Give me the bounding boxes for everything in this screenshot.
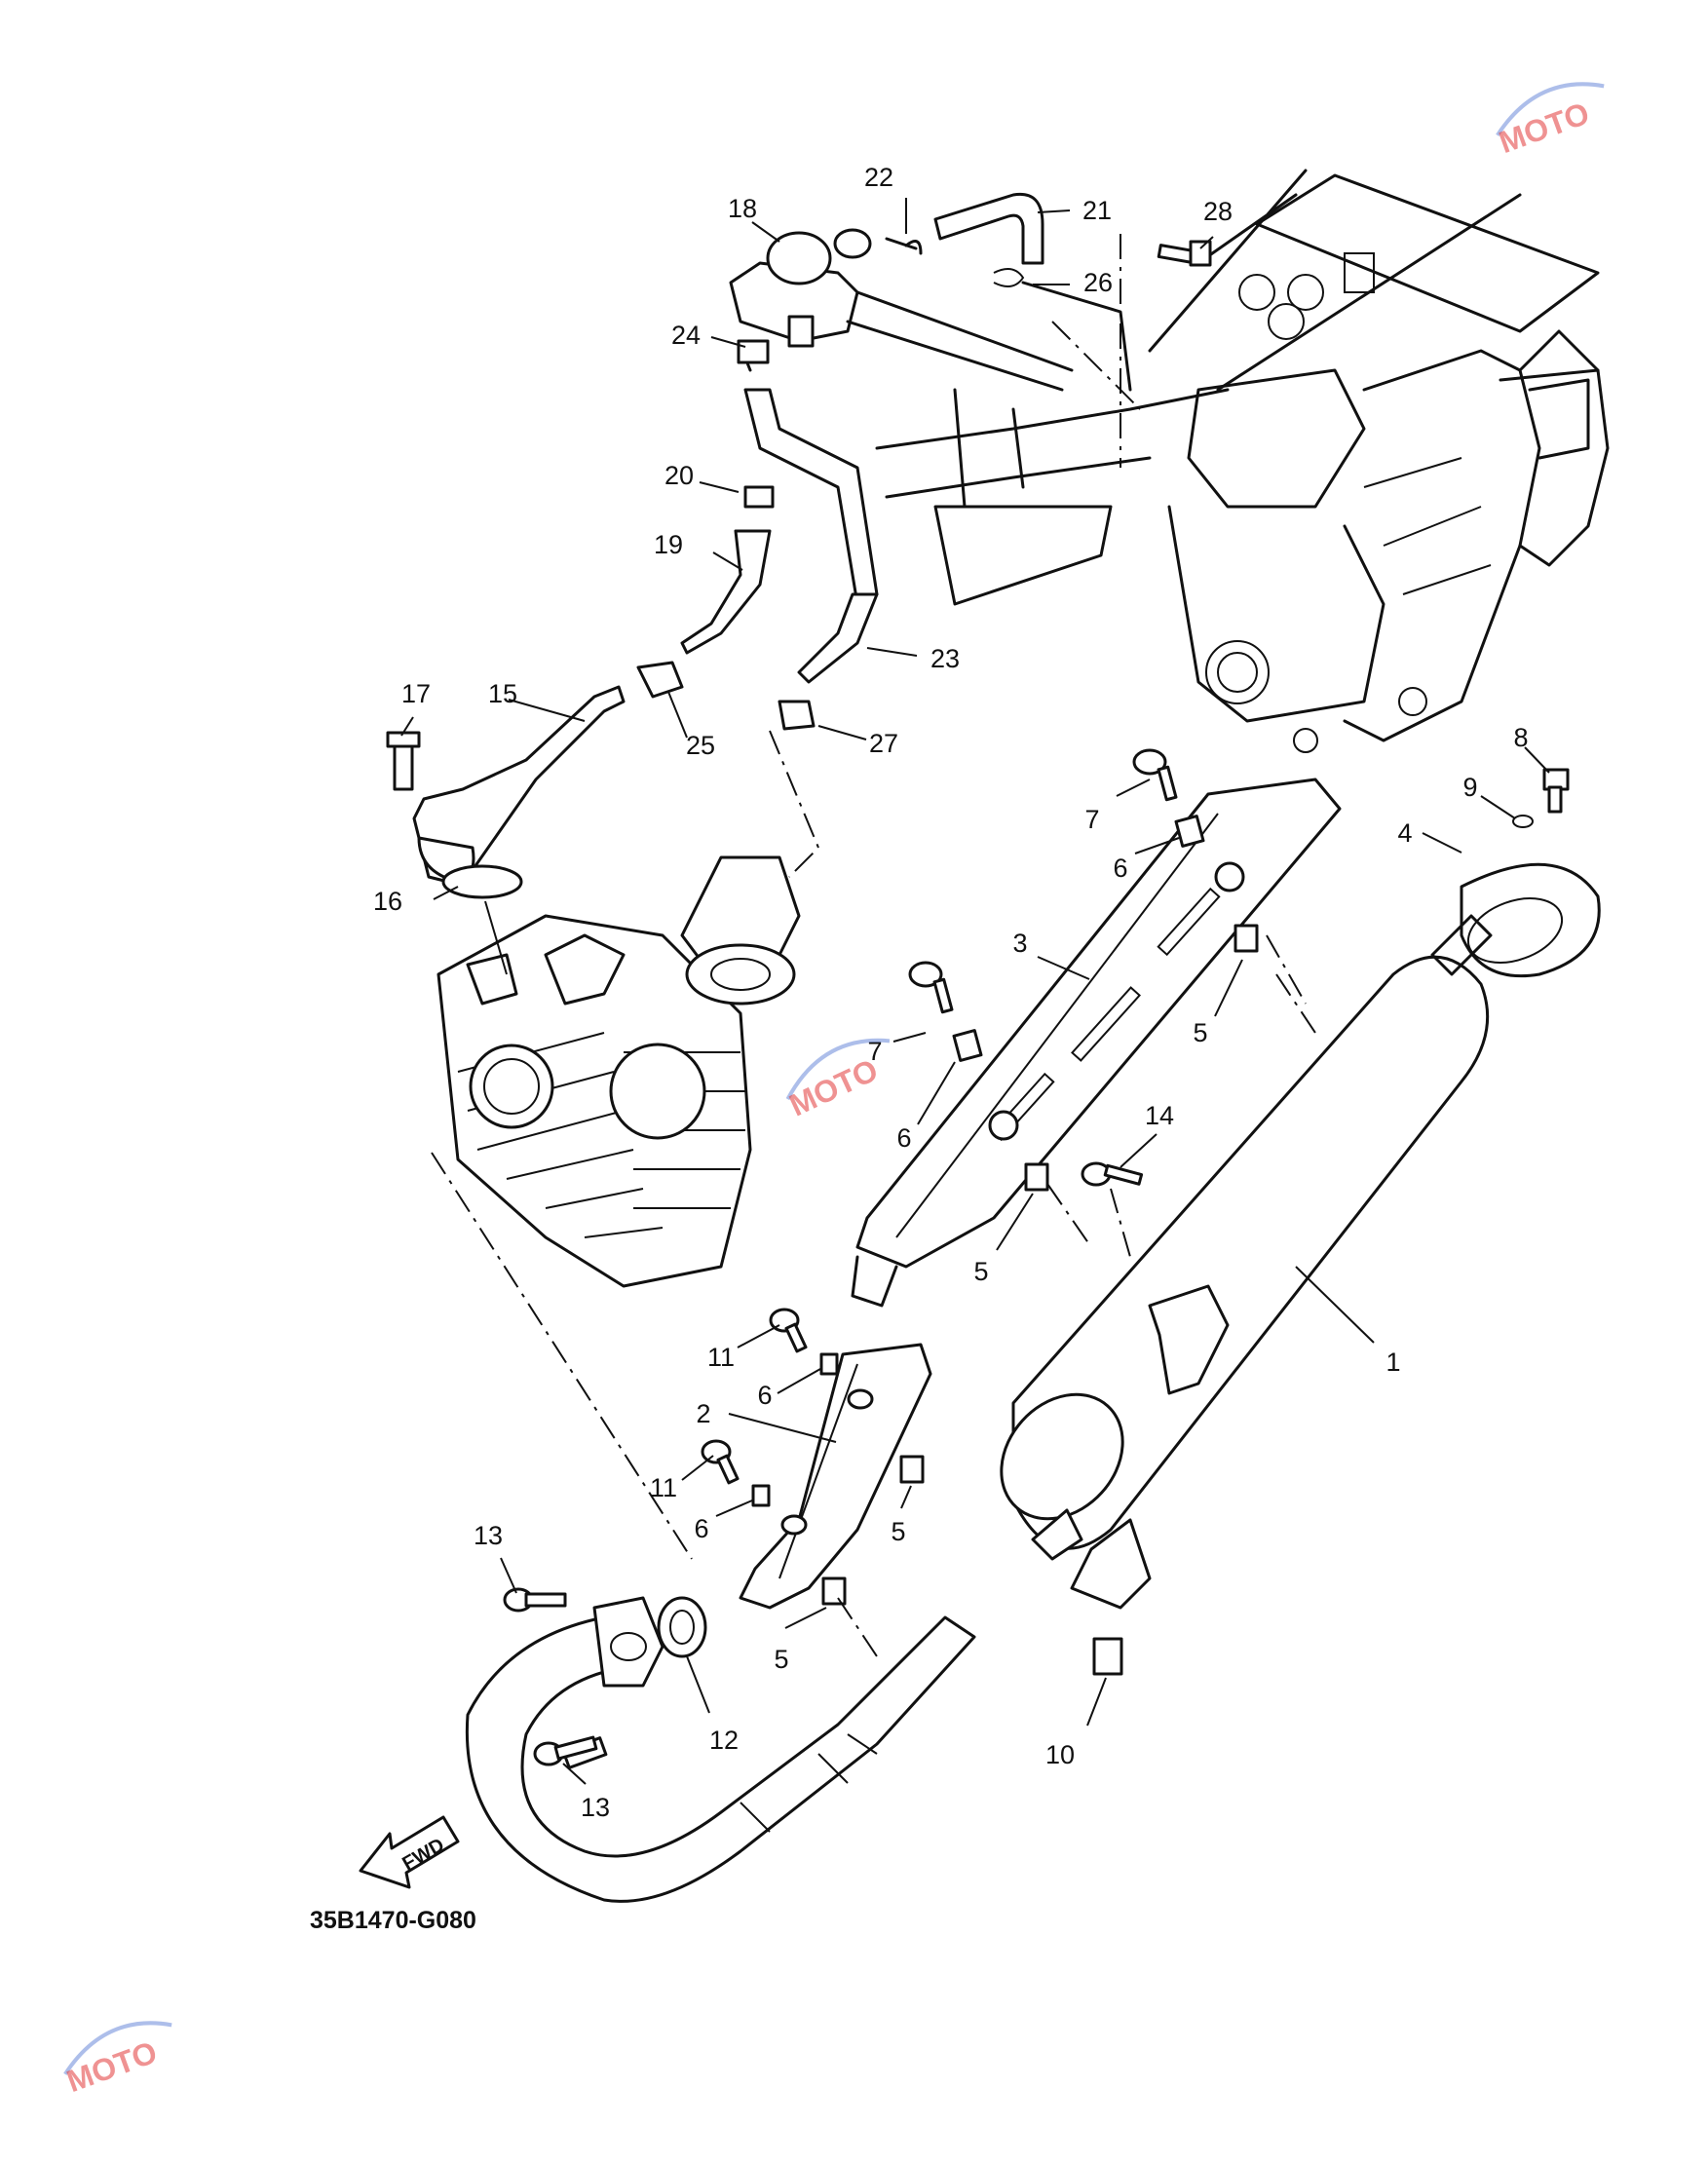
callout-5: 5 bbox=[1193, 1018, 1207, 1047]
moto-watermark-logo: MOTO bbox=[1495, 82, 1605, 160]
callout-2: 2 bbox=[696, 1399, 710, 1428]
callout-10: 10 bbox=[1045, 1740, 1075, 1769]
callout-labels: 1 2 3 4 5 5 5 5 6 6 6 6 7 7 8 9 10 11 11… bbox=[373, 163, 1529, 1822]
callout-18: 18 bbox=[728, 194, 757, 223]
callout-6: 6 bbox=[896, 1123, 911, 1153]
callout-15: 15 bbox=[488, 679, 517, 708]
leader-lines bbox=[400, 198, 1550, 1785]
air-pipe-assembly bbox=[386, 685, 626, 899]
moto-watermark-logo: MOTO bbox=[62, 2021, 172, 2099]
callout-6: 6 bbox=[757, 1381, 772, 1410]
diagram-code: 35B1470-G080 bbox=[310, 1907, 476, 1934]
callout-5: 5 bbox=[891, 1517, 905, 1546]
callout-12: 12 bbox=[709, 1726, 739, 1755]
callout-24: 24 bbox=[671, 321, 701, 350]
moto-watermark-logo: MOTO bbox=[784, 1038, 891, 1123]
heat-protector-2 bbox=[739, 1343, 932, 1610]
callout-1: 1 bbox=[1385, 1348, 1400, 1377]
callout-20: 20 bbox=[664, 461, 694, 490]
callout-19: 19 bbox=[654, 530, 683, 559]
callout-11: 11 bbox=[707, 1343, 735, 1372]
callout-21: 21 bbox=[1082, 196, 1112, 225]
callout-4: 4 bbox=[1397, 818, 1412, 848]
frame-assembly bbox=[875, 169, 1610, 753]
callout-9: 9 bbox=[1462, 773, 1477, 802]
callout-7: 7 bbox=[867, 1037, 882, 1066]
assembly-lines bbox=[431, 234, 1316, 1657]
hardware-items bbox=[503, 240, 1570, 1766]
callout-7: 7 bbox=[1084, 805, 1099, 834]
callout-17: 17 bbox=[401, 679, 431, 708]
heat-protector-3 bbox=[851, 778, 1342, 1308]
callout-6: 6 bbox=[694, 1514, 708, 1543]
exhaust-pipe bbox=[465, 1596, 976, 1903]
callout-5: 5 bbox=[774, 1645, 788, 1674]
callout-3: 3 bbox=[1012, 929, 1027, 958]
callout-13: 13 bbox=[474, 1521, 503, 1550]
callout-13: 13 bbox=[581, 1793, 610, 1822]
callout-26: 26 bbox=[1083, 268, 1113, 297]
watermark-text: MOTO bbox=[1495, 95, 1594, 160]
callout-27: 27 bbox=[869, 729, 898, 758]
callout-11: 11 bbox=[650, 1473, 677, 1502]
engine-cylinder bbox=[436, 855, 801, 1288]
callout-6: 6 bbox=[1113, 854, 1127, 883]
callout-22: 22 bbox=[864, 163, 893, 192]
callout-5: 5 bbox=[973, 1257, 988, 1286]
callout-23: 23 bbox=[930, 644, 960, 673]
callout-28: 28 bbox=[1203, 197, 1233, 226]
muffler-1 bbox=[1000, 862, 1601, 1610]
callout-25: 25 bbox=[686, 731, 715, 760]
air-induction-assembly bbox=[636, 192, 1132, 731]
callout-8: 8 bbox=[1513, 723, 1528, 752]
watermark-text: MOTO bbox=[62, 2034, 162, 2099]
fwd-arrow-icon: FWD bbox=[359, 1815, 460, 1889]
callout-14: 14 bbox=[1145, 1101, 1174, 1130]
callout-16: 16 bbox=[373, 887, 402, 916]
watermark-text: MOTO bbox=[784, 1052, 884, 1123]
